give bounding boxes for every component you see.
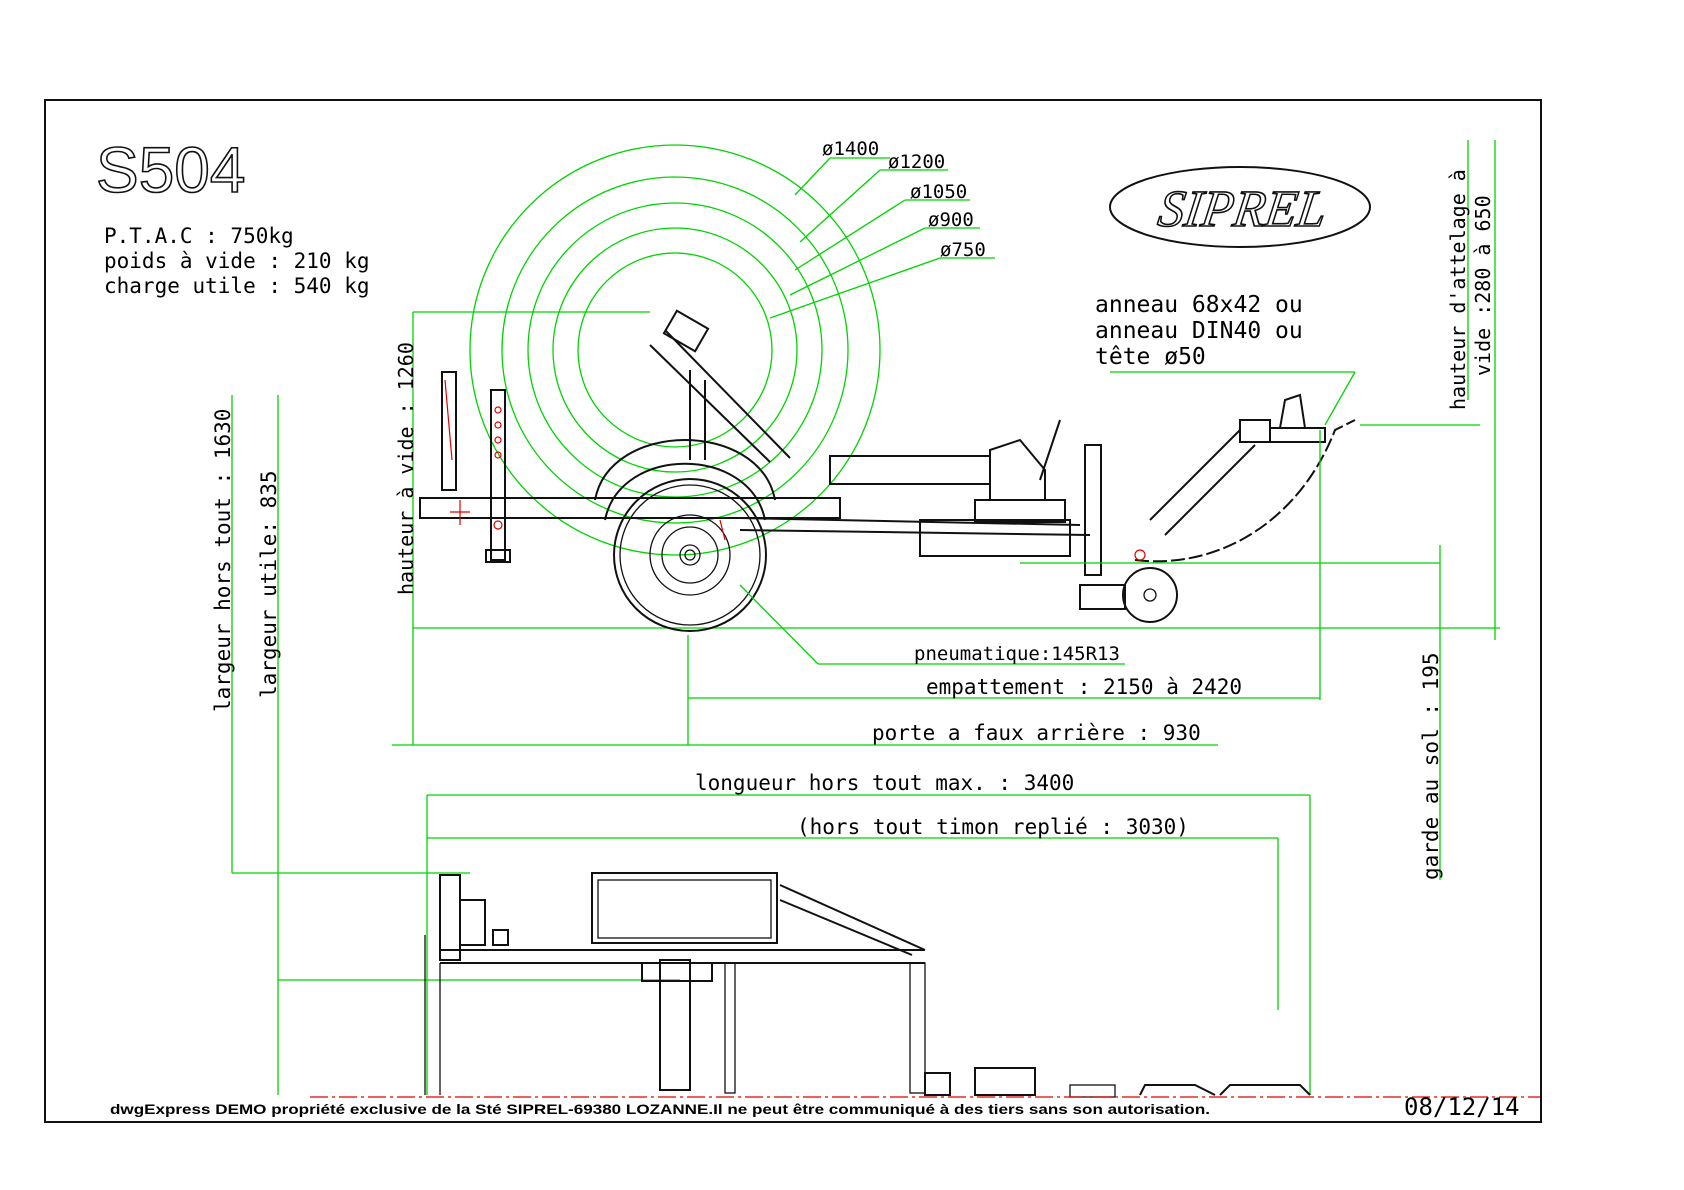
trailer-side-view (413, 309, 1500, 632)
dim-hitch-height-1: hauteur d'attelage à (1446, 169, 1470, 410)
diameter-1050: ø1050 (910, 181, 967, 203)
diameter-900: ø900 (928, 209, 974, 231)
hitch-option-3: tête ø50 (1095, 344, 1206, 370)
dim-ground-clearance: garde au sol : 195 (1419, 652, 1443, 880)
diameter-750: ø750 (940, 239, 986, 261)
drawing-frame (44, 99, 1542, 1123)
dim-overall-length: longueur hors tout max. : 3400 (695, 771, 1074, 795)
reel-diameter-circles (469, 144, 995, 556)
brand-name: SIPREL (1155, 180, 1331, 238)
spec-empty-weight: poids à vide : 210 kg (104, 249, 370, 273)
hitch-option-1: anneau 68x42 ou (1095, 292, 1303, 318)
dim-rear-overhang: porte a faux arrière : 930 (872, 721, 1201, 745)
diameter-1200: ø1200 (888, 151, 945, 173)
model-title: S504 (96, 134, 245, 206)
dim-wheelbase: empattement : 2150 à 2420 (926, 675, 1242, 699)
dim-tyre: pneumatique:145R13 (914, 643, 1120, 665)
dim-folded-length: (hors tout timon replié : 3030) (797, 815, 1189, 839)
trailer-top-view (424, 872, 1311, 1098)
diameter-1400: ø1400 (822, 138, 879, 160)
dim-empty-height: hauteur à vide : 1260 (394, 342, 418, 595)
dim-overall-width: largeur hors tout : 1630 (211, 409, 235, 712)
spec-payload: charge utile : 540 kg (104, 274, 370, 298)
siprel-logo: SIPREL (1109, 166, 1371, 248)
hitch-option-2: anneau DIN40 ou (1095, 318, 1303, 344)
drawing-date: 08/12/14 (1404, 1093, 1520, 1121)
dim-useful-width: largeur utile: 835 (257, 470, 281, 698)
dim-hitch-height-2: vide :280 à 650 (1471, 195, 1495, 376)
footer-notice: dwgExpress DEMO propriété exclusive de l… (110, 1101, 1210, 1117)
spec-ptac: P.T.A.C : 750kg (104, 224, 294, 248)
